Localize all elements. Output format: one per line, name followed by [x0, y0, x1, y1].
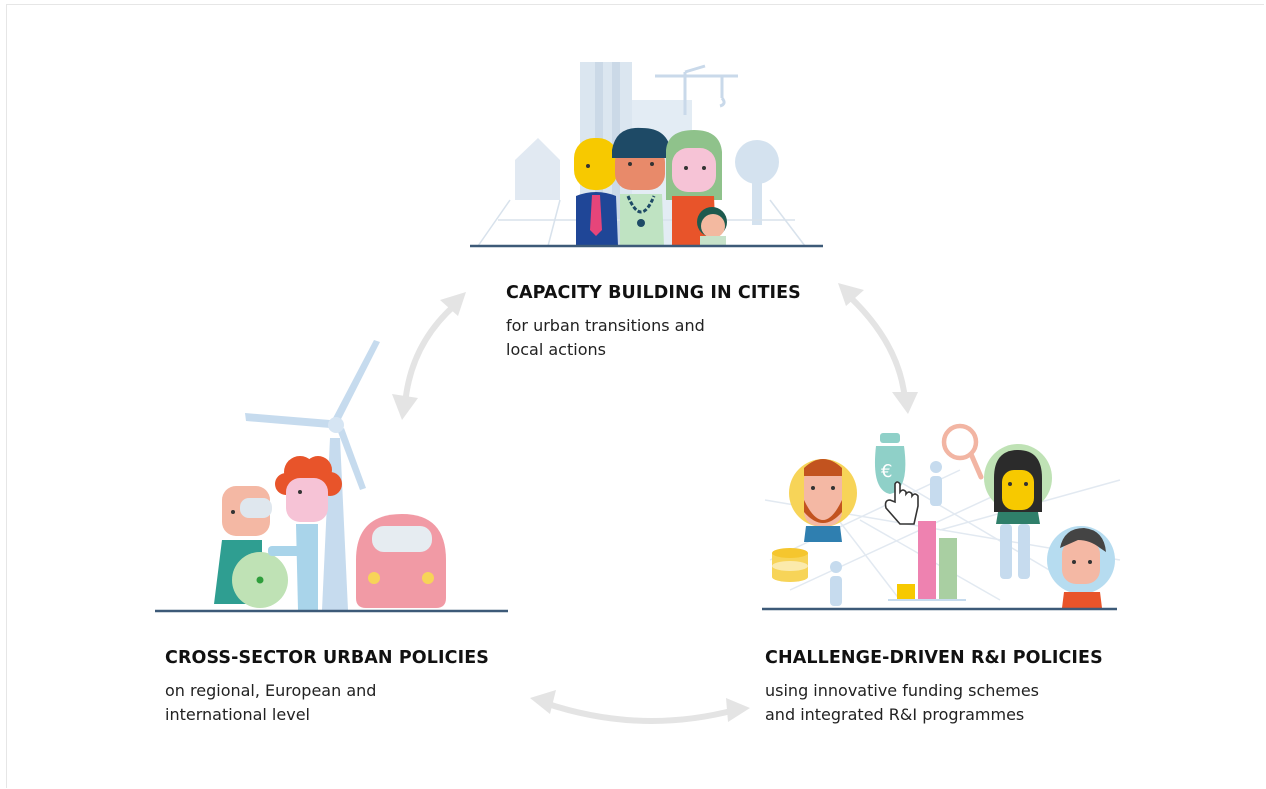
magnifier-icon [941, 423, 984, 480]
person-elderly-wheelchair [214, 486, 288, 608]
node-challenge-driven-policies: CHALLENGE-DRIVEN R&I POLICIES using inno… [765, 648, 1103, 727]
person-mayor-chain [612, 127, 671, 246]
person-bearded [789, 459, 857, 542]
description-line: on regional, European and [165, 681, 377, 700]
arrow-top-to-left [392, 292, 466, 420]
funding-network-illustration: € [762, 423, 1121, 611]
house-icon [515, 138, 560, 200]
person-yellow-tie [574, 138, 618, 246]
node-title: CHALLENGE-DRIVEN R&I POLICIES [765, 648, 1103, 668]
page-frame [6, 4, 1264, 788]
cycle-arrows [392, 283, 918, 724]
person-red-hair [268, 456, 342, 610]
node-description: on regional, European and international … [165, 679, 489, 727]
description-line: international level [165, 705, 310, 724]
node-description: using innovative funding schemes and int… [765, 679, 1103, 727]
person-dark-hair-woman [984, 444, 1052, 524]
money-bag-icon: € [874, 433, 906, 494]
description-line: for urban transitions and [506, 316, 705, 335]
city-people-illustration [470, 62, 823, 248]
arrow-top-to-right [838, 283, 918, 414]
tree-icon [735, 140, 779, 184]
hand-cursor-icon [884, 481, 919, 525]
bar-chart-icon [888, 521, 966, 601]
coin-stack-icon [772, 548, 808, 582]
description-line: and integrated R&I programmes [765, 705, 1025, 724]
person-child [697, 207, 727, 246]
description-line: using innovative funding schemes [765, 681, 1039, 700]
node-capacity-building: CAPACITY BUILDING IN CITIES for urban tr… [506, 283, 801, 362]
description-line: local actions [506, 340, 606, 359]
node-title: CAPACITY BUILDING IN CITIES [506, 283, 801, 303]
crane-icon [655, 64, 738, 115]
small-figures [830, 461, 1030, 606]
mobility-energy-illustration [155, 340, 508, 613]
euro-symbol: € [881, 461, 892, 482]
node-title: CROSS-SECTOR URBAN POLICIES [165, 648, 489, 668]
node-description: for urban transitions and local actions [506, 314, 801, 362]
person-helmet [1047, 526, 1115, 608]
arrow-left-to-right [530, 690, 750, 724]
train-icon [356, 514, 446, 608]
node-cross-sector-policies: CROSS-SECTOR URBAN POLICIES on regional,… [165, 648, 489, 727]
